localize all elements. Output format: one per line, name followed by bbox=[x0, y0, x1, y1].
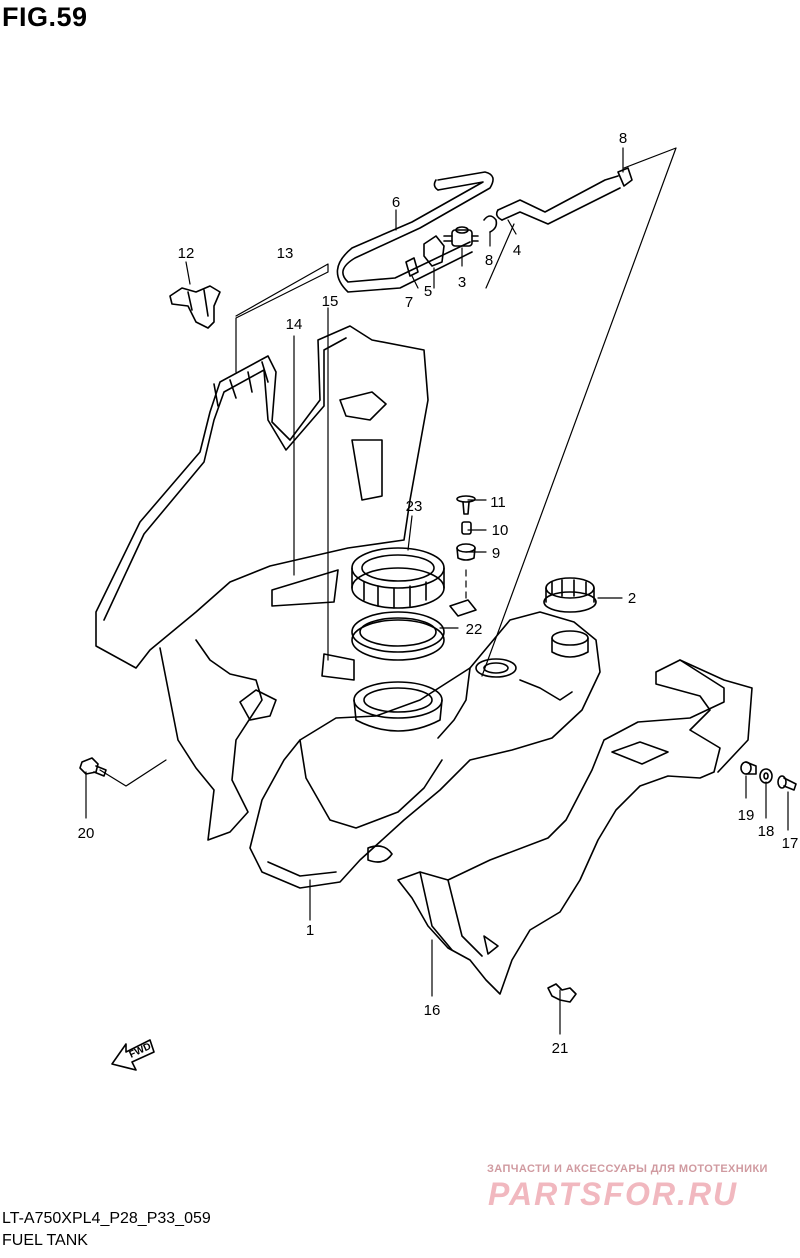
section-name: FUEL TANK bbox=[2, 1232, 88, 1249]
left-side-cover-14 bbox=[95, 325, 429, 841]
fuel-tank-1 bbox=[249, 611, 601, 889]
gasket-ring-22 bbox=[351, 611, 445, 661]
callout-17: 17 bbox=[782, 835, 799, 852]
watermark-tagline: ЗАПЧАСТИ И АКСЕССУАРЫ ДЛЯ МОТОТЕХНИКИ bbox=[487, 1163, 768, 1175]
breather-hose-4 bbox=[495, 175, 621, 225]
clamp-8b bbox=[617, 167, 633, 187]
callout-2: 2 bbox=[628, 590, 636, 607]
callout-4: 4 bbox=[513, 242, 521, 259]
washer-18 bbox=[759, 768, 773, 784]
callout-12: 12 bbox=[178, 245, 195, 262]
grommet-9 bbox=[456, 543, 476, 561]
callout-5: 5 bbox=[424, 283, 432, 300]
bolt-19 bbox=[740, 761, 757, 775]
bolt-11 bbox=[456, 495, 476, 515]
callout-20: 20 bbox=[78, 825, 95, 842]
callout-13: 13 bbox=[277, 245, 294, 262]
callout-labels: 1 2 3 4 5 6 7 8 8 9 10 11 12 13 14 15 16… bbox=[78, 130, 799, 1057]
fuel-cap-2 bbox=[543, 577, 597, 658]
callout-23: 23 bbox=[406, 498, 423, 515]
fuel-pump-nut-23 bbox=[351, 547, 445, 609]
bolt-20 bbox=[79, 757, 107, 777]
breather-hose-6 bbox=[336, 171, 494, 293]
callout-19: 19 bbox=[738, 807, 755, 824]
fwd-arrow: FWD bbox=[111, 1039, 155, 1071]
model-code: LT-A750XPL4_P28_P33_059 bbox=[2, 1210, 211, 1227]
callout-6: 6 bbox=[392, 194, 400, 211]
callout-8: 8 bbox=[619, 130, 627, 147]
right-side-cover-16 bbox=[397, 659, 753, 995]
callout-11: 11 bbox=[490, 494, 506, 511]
hose-guide-12 bbox=[169, 285, 221, 329]
callout-15: 15 bbox=[322, 293, 339, 310]
tank-opening bbox=[353, 681, 443, 732]
callout-8b: 8 bbox=[485, 252, 493, 269]
collar-10 bbox=[461, 521, 472, 535]
clamp-5 bbox=[423, 235, 445, 267]
watermark-logo: PARTSFOR.RU bbox=[488, 1176, 739, 1212]
callout-16: 16 bbox=[424, 1002, 441, 1019]
clamp-8a bbox=[483, 215, 498, 233]
callout-18: 18 bbox=[758, 823, 775, 840]
figure-title: FIG.59 bbox=[2, 2, 88, 32]
breather-valve-3 bbox=[443, 226, 479, 247]
clip-7 bbox=[405, 257, 419, 277]
callout-3: 3 bbox=[458, 274, 466, 291]
callout-14: 14 bbox=[286, 316, 303, 333]
callout-22: 22 bbox=[466, 621, 483, 638]
callout-9: 9 bbox=[492, 545, 500, 562]
vent-fitting bbox=[475, 658, 517, 678]
callout-10: 10 bbox=[492, 522, 509, 539]
callout-7: 7 bbox=[405, 294, 413, 311]
screw-17 bbox=[777, 775, 797, 791]
bracket-pad bbox=[449, 599, 477, 617]
callout-1: 1 bbox=[306, 922, 314, 939]
push-rivet-21 bbox=[547, 983, 577, 1003]
leader-lines bbox=[85, 147, 789, 1035]
callout-21: 21 bbox=[552, 1040, 569, 1057]
